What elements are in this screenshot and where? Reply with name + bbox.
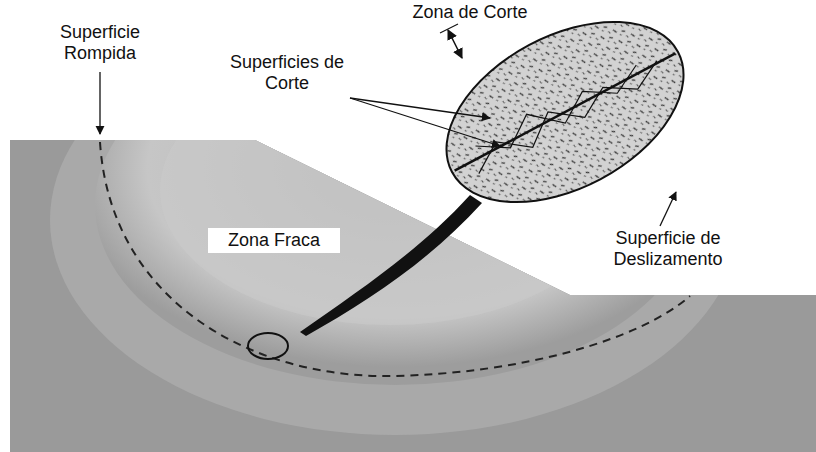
part-label: Superficie de Deslizamento — [598, 228, 738, 270]
zone-label: Zona Fraca — [208, 228, 340, 253]
leader-line — [350, 98, 500, 146]
part-label: Zona de Corte — [395, 2, 545, 23]
leader-line — [99, 72, 100, 134]
part-label: Superficie Rompida — [40, 22, 160, 64]
leader-line — [350, 98, 490, 118]
leader-line — [660, 192, 676, 226]
dimension-arrow — [448, 30, 462, 58]
magnifier-wedge — [300, 195, 482, 336]
part-label: Superficies de Corte — [222, 52, 352, 94]
detail-circle — [248, 333, 288, 359]
shear-zone-detail — [416, 0, 713, 239]
